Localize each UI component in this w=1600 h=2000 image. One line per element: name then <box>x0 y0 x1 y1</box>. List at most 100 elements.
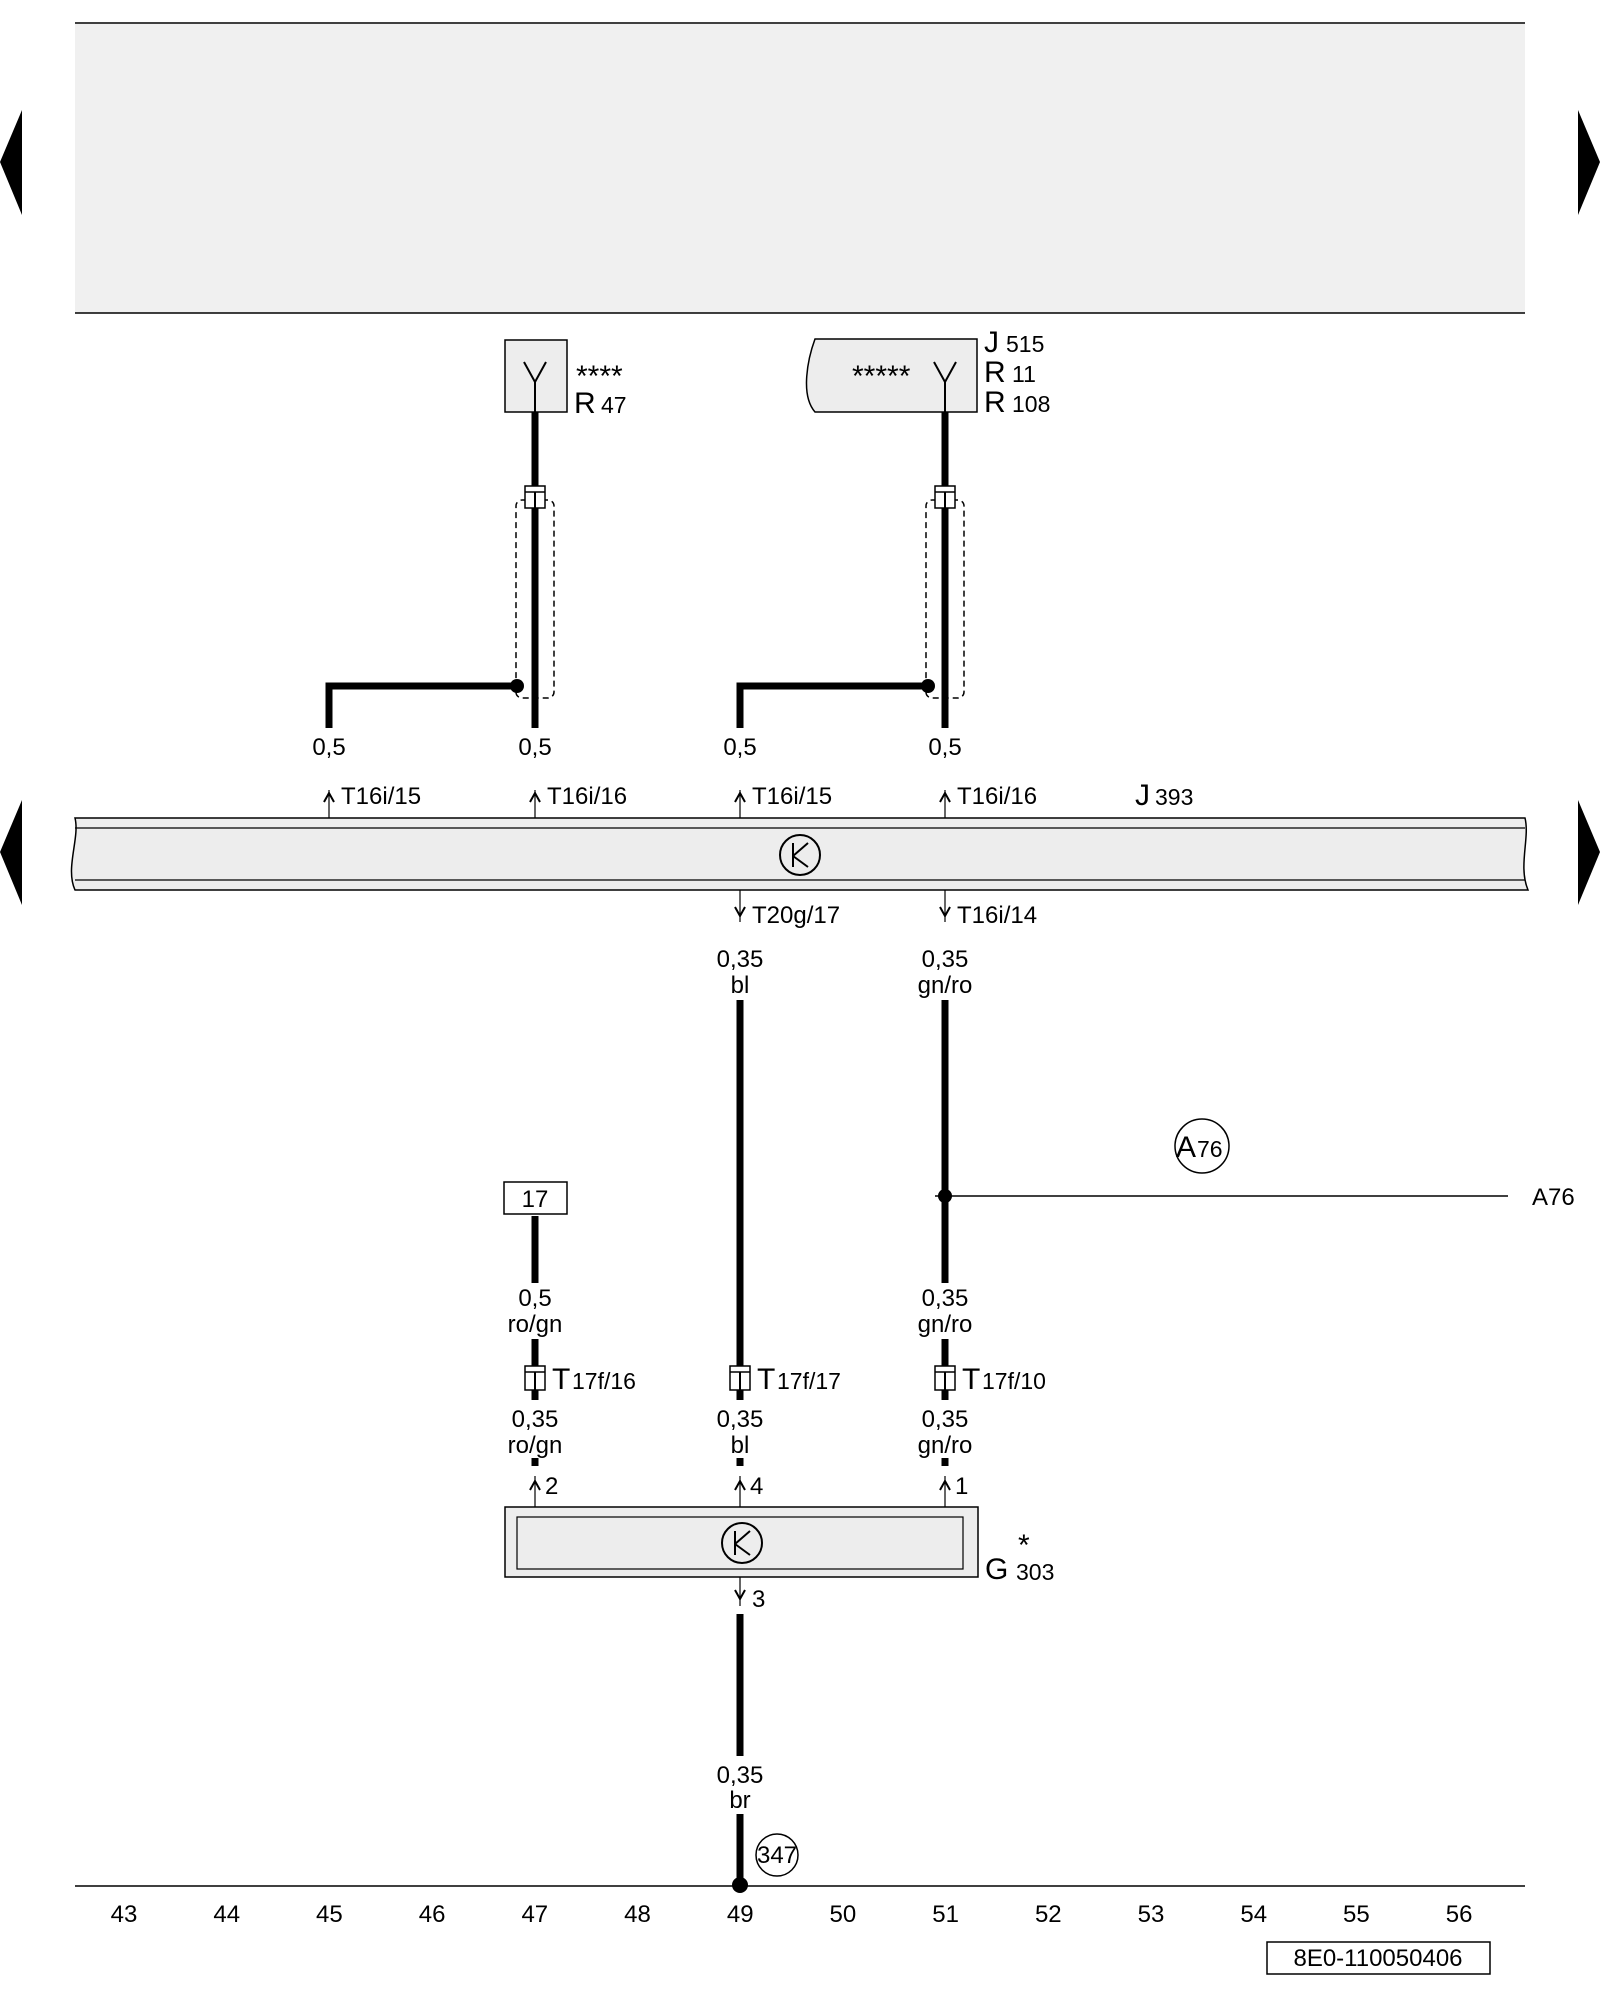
wire-size-label: 0,5 <box>518 734 551 761</box>
nav-prev-icon-lower[interactable] <box>0 800 22 905</box>
wire-size-label: 0,35 <box>922 946 969 973</box>
wire-size-label: 0,35 <box>717 946 764 973</box>
scale-number: 44 <box>213 1901 240 1928</box>
connector-pin: 17f/17 <box>777 1368 841 1394</box>
pin-number: 1 <box>955 1473 968 1500</box>
ref-box-17: 17 <box>503 1181 568 1215</box>
connector-pin: 17f/16 <box>572 1368 636 1394</box>
pin-label: T16i/15 <box>341 783 421 810</box>
connector-letter: T <box>757 1363 775 1396</box>
pin-label: T16i/14 <box>957 902 1037 929</box>
junction-r47 <box>510 679 524 693</box>
wire-size-label: 0,5 <box>723 734 756 761</box>
component-g303: G * 303 <box>504 1506 1054 1586</box>
wire-size-label: 0,35 <box>717 1762 764 1789</box>
can-k-icon <box>779 834 821 876</box>
a76-circle-number: 76 <box>1197 1136 1223 1162</box>
scale-number: 46 <box>419 1901 446 1928</box>
scale-number: 48 <box>624 1901 651 1928</box>
mid-labels: 0,5 ro/gn 0,35 gn/ro <box>495 1283 990 1339</box>
j515-number: 515 <box>1006 331 1044 357</box>
wire-color-label: ro/gn <box>508 1432 563 1459</box>
scale-number: 47 <box>521 1901 548 1928</box>
wire-size-label: 0,5 <box>312 734 345 761</box>
a76-circle <box>1174 1118 1230 1174</box>
antenna-icon-r47 <box>523 361 547 412</box>
r47-letter: R <box>574 387 596 420</box>
scale-number: 52 <box>1035 1901 1062 1928</box>
connector-letter: T <box>962 1363 980 1396</box>
can-k-glyph <box>792 842 809 868</box>
top-labels: 0,5 0,5 0,5 0,5 T16i/15 T16i/16 T16i/15 … <box>300 728 1037 828</box>
r11-letter: R <box>984 356 1006 389</box>
j393-outputs: T20g/17 T16i/14 0,35 bl 0,35 gn/ro <box>700 890 1050 1000</box>
scale-number: 43 <box>111 1901 138 1928</box>
wire-size-label: 0,5 <box>518 1285 551 1312</box>
wire-size-label: 0,35 <box>922 1285 969 1312</box>
antenna-icon-j515 <box>933 361 957 412</box>
wire-color-label: gn/ro <box>918 1311 973 1338</box>
footer-code: 8E0-110050406 <box>1266 1941 1491 1975</box>
connector-icon <box>729 1365 751 1391</box>
ref-box-label: 17 <box>522 1186 549 1213</box>
top-wires <box>325 412 965 800</box>
ground-junction <box>732 1877 748 1893</box>
ground-reference: 347 <box>755 1833 799 1877</box>
wire-color-label: bl <box>731 1432 750 1459</box>
pin-label: T20g/17 <box>752 902 840 929</box>
scale-number: 56 <box>1446 1901 1473 1928</box>
lower-labels: 0,35 ro/gn 0,35 bl 0,35 gn/ro <box>495 1400 990 1459</box>
pin-label: T16i/16 <box>547 783 627 810</box>
wire-size-label: 0,5 <box>928 734 961 761</box>
pin-label: T16i/16 <box>957 783 1037 810</box>
shield-connector-r47 <box>524 485 546 509</box>
g303-star: * <box>1018 1529 1030 1562</box>
component-r47: **** R 47 <box>504 339 627 420</box>
scale-number: 49 <box>727 1901 754 1928</box>
connector-icon <box>934 1365 956 1391</box>
a76-line-label: A76 <box>1532 1184 1575 1211</box>
nav-prev-icon[interactable] <box>0 110 22 215</box>
g303-number: 303 <box>1016 1559 1054 1585</box>
a76-circle-letter: A <box>1176 1131 1196 1164</box>
a76-reference: A 76 A76 <box>1174 1118 1575 1211</box>
wire-size-label: 0,35 <box>922 1406 969 1433</box>
scale-number: 51 <box>932 1901 959 1928</box>
can-k-glyph <box>734 1530 751 1556</box>
component-j515: ***** J 515 R 11 R 108 <box>805 326 1050 419</box>
connector-pin: 17f/10 <box>982 1368 1046 1394</box>
header-area <box>75 24 1525 313</box>
ground-wire-labels: 0,35 br <box>700 1756 780 1814</box>
wire-size-label: 0,35 <box>512 1406 559 1433</box>
lower-wires <box>531 1000 1508 1885</box>
scale-number: 55 <box>1343 1901 1370 1928</box>
scale-number: 53 <box>1138 1901 1165 1928</box>
wire-color-label: gn/ro <box>918 1432 973 1459</box>
j515-letter: J <box>984 326 999 359</box>
r47-number: 47 <box>601 392 627 418</box>
shield-connector-j515 <box>934 485 956 509</box>
nav-next-icon-lower[interactable] <box>1578 800 1600 905</box>
g303-output: 3 <box>725 1577 765 1614</box>
connector-icon <box>524 1365 546 1391</box>
r47-stars: **** <box>576 360 623 393</box>
r108-number: 108 <box>1012 391 1050 417</box>
wire-color-label: gn/ro <box>918 972 973 999</box>
pin-number: 2 <box>545 1473 558 1500</box>
scale-number: 50 <box>830 1901 857 1928</box>
pin-number: 3 <box>752 1586 765 1613</box>
wire-size-label: 0,35 <box>717 1406 764 1433</box>
wire-color-label: br <box>729 1787 750 1814</box>
t17f-connectors: T 17f/16 T 17f/17 T 17f/10 <box>524 1363 1046 1396</box>
scale-number: 54 <box>1240 1901 1267 1928</box>
wire-color-label: bl <box>731 972 750 999</box>
r108-letter: R <box>984 386 1006 419</box>
can-k-icon-g303 <box>721 1522 763 1564</box>
j393-letter: J <box>1135 779 1150 812</box>
nav-next-icon[interactable] <box>1578 110 1600 215</box>
pin-label: T16i/15 <box>752 783 832 810</box>
g303-letter: G <box>985 1553 1008 1586</box>
ground-circle-label: 347 <box>757 1842 797 1869</box>
